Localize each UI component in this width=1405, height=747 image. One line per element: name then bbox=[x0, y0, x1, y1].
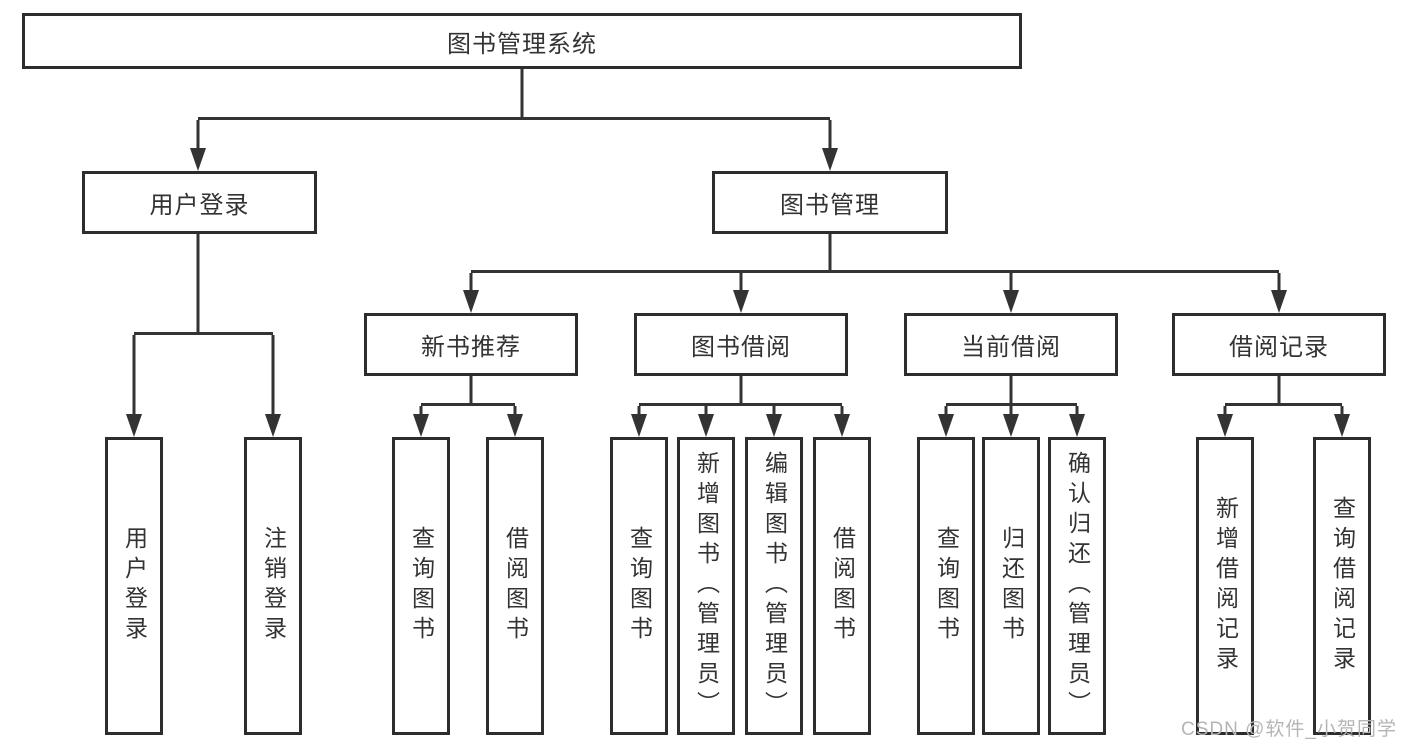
node-label: 借阅记录 bbox=[1229, 334, 1329, 361]
leaf-label: 用户登录 bbox=[121, 526, 148, 646]
node-user-login-branch: 用户登录 bbox=[82, 171, 317, 234]
leaf-label: 归还图书 bbox=[998, 526, 1025, 646]
leaf-confirm-return-admin: 确认归还（管理员） bbox=[1048, 437, 1106, 735]
node-new-book-recommendation: 新书推荐 bbox=[364, 313, 578, 376]
node-label: 新书推荐 bbox=[421, 334, 521, 361]
leaf-query-books-borrowing: 查询图书 bbox=[610, 437, 668, 735]
leaf-add-borrow-record: 新增借阅记录 bbox=[1196, 437, 1254, 735]
leaf-label: 查询图书 bbox=[626, 526, 653, 646]
leaf-label: 查询图书 bbox=[408, 526, 435, 646]
node-label: 当前借阅 bbox=[961, 334, 1061, 361]
leaf-user-login: 用户登录 bbox=[105, 437, 163, 735]
leaf-label: 新增图书（管理员） bbox=[693, 451, 720, 721]
leaf-edit-books-admin: 编辑图书（管理员） bbox=[745, 437, 803, 735]
leaf-return-books: 归还图书 bbox=[982, 437, 1040, 735]
leaf-label: 确认归还（管理员） bbox=[1064, 451, 1091, 721]
leaf-label: 借阅图书 bbox=[829, 526, 856, 646]
leaf-label: 注销登录 bbox=[260, 526, 287, 646]
leaf-query-books-recommend: 查询图书 bbox=[392, 437, 450, 735]
leaf-query-books-current: 查询图书 bbox=[917, 437, 975, 735]
leaf-label: 查询图书 bbox=[933, 526, 960, 646]
node-borrowing-records: 借阅记录 bbox=[1172, 313, 1386, 376]
node-label: 图书管理 bbox=[780, 192, 880, 219]
leaf-logout: 注销登录 bbox=[244, 437, 302, 735]
node-label: 图书管理系统 bbox=[447, 30, 597, 58]
leaf-borrow-books-recommend: 借阅图书 bbox=[486, 437, 544, 735]
leaf-label: 查询借阅记录 bbox=[1329, 496, 1356, 676]
node-label: 用户登录 bbox=[149, 192, 250, 219]
csdn-watermark: CSDN @软件_小贺同学 bbox=[1181, 719, 1397, 740]
leaf-add-books-admin: 新增图书（管理员） bbox=[677, 437, 735, 735]
node-label: 图书借阅 bbox=[691, 334, 791, 361]
node-library-management-system: 图书管理系统 bbox=[22, 13, 1022, 69]
leaf-query-borrow-record: 查询借阅记录 bbox=[1313, 437, 1371, 735]
node-book-management: 图书管理 bbox=[712, 171, 948, 234]
leaf-borrow-books-borrowing: 借阅图书 bbox=[813, 437, 871, 735]
node-current-borrowing: 当前借阅 bbox=[904, 313, 1118, 376]
leaf-label: 编辑图书（管理员） bbox=[761, 451, 788, 721]
leaf-label: 借阅图书 bbox=[502, 526, 529, 646]
leaf-label: 新增借阅记录 bbox=[1212, 496, 1239, 676]
node-book-borrowing: 图书借阅 bbox=[634, 313, 848, 376]
